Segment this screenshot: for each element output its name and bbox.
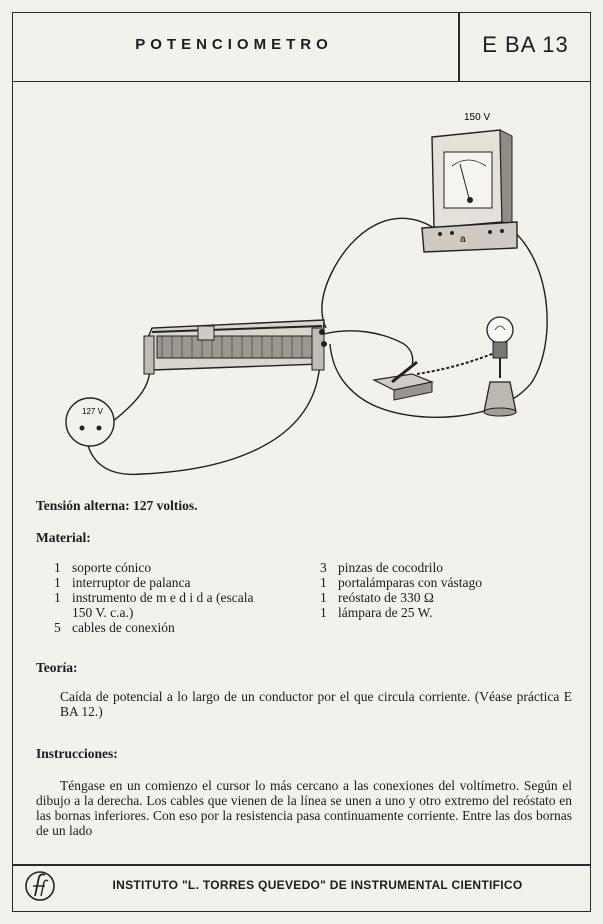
list-item-continuation: 150 V. c.a.) xyxy=(72,605,134,620)
wire-meter-left xyxy=(321,217,435,329)
wall-outlet: 127 V xyxy=(65,397,115,447)
wire-meter-right xyxy=(329,227,548,418)
footer-institute: INSTITUTO "L. TORRES QUEVEDO" DE INSTRUM… xyxy=(112,878,523,892)
institute-logo-icon xyxy=(25,871,55,901)
wire-switch xyxy=(323,330,414,368)
page-frame xyxy=(12,12,591,912)
lever-switch xyxy=(372,360,435,401)
document-code: E BA 13 xyxy=(482,32,569,57)
outlet-label: 127 V xyxy=(82,407,104,416)
header-divider xyxy=(458,12,460,82)
teoria-heading: Teoría: xyxy=(36,660,78,675)
meter-symbol: a xyxy=(460,234,466,245)
voltmeter-label: 150 V xyxy=(464,112,490,123)
lamp xyxy=(483,316,517,417)
rheostat xyxy=(143,319,327,375)
instrucciones-text: Téngase en un comienzo el cursor lo más … xyxy=(36,778,572,838)
voltmeter: a 150 V xyxy=(421,112,518,253)
crocodile-chain xyxy=(416,351,498,375)
footer-divider xyxy=(12,864,591,866)
page-title: POTENCIOMETRO xyxy=(135,36,333,53)
header: POTENCIOMETRO E BA 13 xyxy=(12,12,591,82)
instrucciones-heading: Instrucciones: xyxy=(36,746,118,761)
circuit-illustration: a 150 V 127 V xyxy=(65,112,548,476)
material-heading: Material: xyxy=(36,530,91,545)
teoria-text: Caída de potencial a lo largo de un cond… xyxy=(60,689,572,719)
tension-line: Tensión alterna: 127 voltios. xyxy=(36,498,198,513)
